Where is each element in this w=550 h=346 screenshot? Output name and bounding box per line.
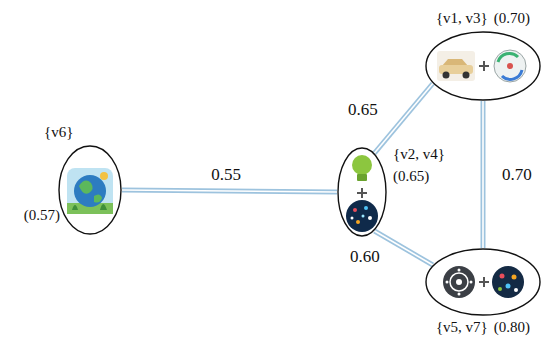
bulb-network-icon: [346, 155, 378, 232]
edge-weight: 0.60: [348, 247, 382, 267]
double-line-connector: [122, 190, 337, 192]
ellipse-border: [59, 146, 121, 234]
ellipse-border: [426, 249, 540, 315]
connector-inner: [482, 101, 484, 248]
edge-weight: 0.70: [500, 165, 534, 185]
cluster-label: (0.57): [24, 207, 60, 224]
connector-inner: [122, 190, 337, 192]
edge-weight: 0.55: [209, 165, 243, 185]
label-row: {v1, v3} (0.70): [436, 10, 530, 27]
ellipse-outline: [425, 31, 541, 101]
cluster-label: (0.65): [393, 168, 429, 185]
double-line-connector: [375, 231, 433, 265]
gear-network-icon: [443, 266, 524, 298]
cluster-label: (0.80): [494, 319, 530, 336]
cluster-ellipse: {v1, v3}(0.70): [425, 31, 541, 101]
label-row: {v5, v7} (0.80): [436, 319, 530, 336]
connector-inner: [375, 231, 433, 265]
cluster-label: (0.70): [494, 10, 530, 27]
cluster-ellipse: {v5, v7}(0.80): [425, 248, 541, 316]
connector-outer: [481, 101, 486, 248]
ellipse-outline: [58, 145, 122, 235]
cluster-label: {v1, v3}: [436, 10, 488, 27]
cluster-label: {v5, v7}: [436, 319, 488, 336]
connector-outer: [122, 190, 337, 192]
connector-inner: [375, 84, 433, 154]
earth-icon: [67, 168, 113, 214]
connector-outer: [375, 84, 433, 154]
double-line-connector: [375, 84, 433, 154]
ellipse-outline: [337, 147, 387, 237]
edge-weight: 0.65: [346, 100, 380, 120]
cluster-ellipse: {v2, v4}(0.65): [337, 147, 387, 237]
double-line-connector: [483, 101, 484, 248]
ellipse-border: [338, 148, 386, 236]
cluster-ellipse: {v6}(0.57): [58, 145, 122, 235]
ellipse-outline: [425, 248, 541, 316]
ellipse-border: [426, 32, 540, 100]
car-recycle-icon: [437, 50, 526, 82]
cluster-label: {v2, v4}: [393, 146, 445, 163]
cluster-label: {v6}: [44, 124, 73, 141]
connector-outer: [375, 231, 433, 265]
